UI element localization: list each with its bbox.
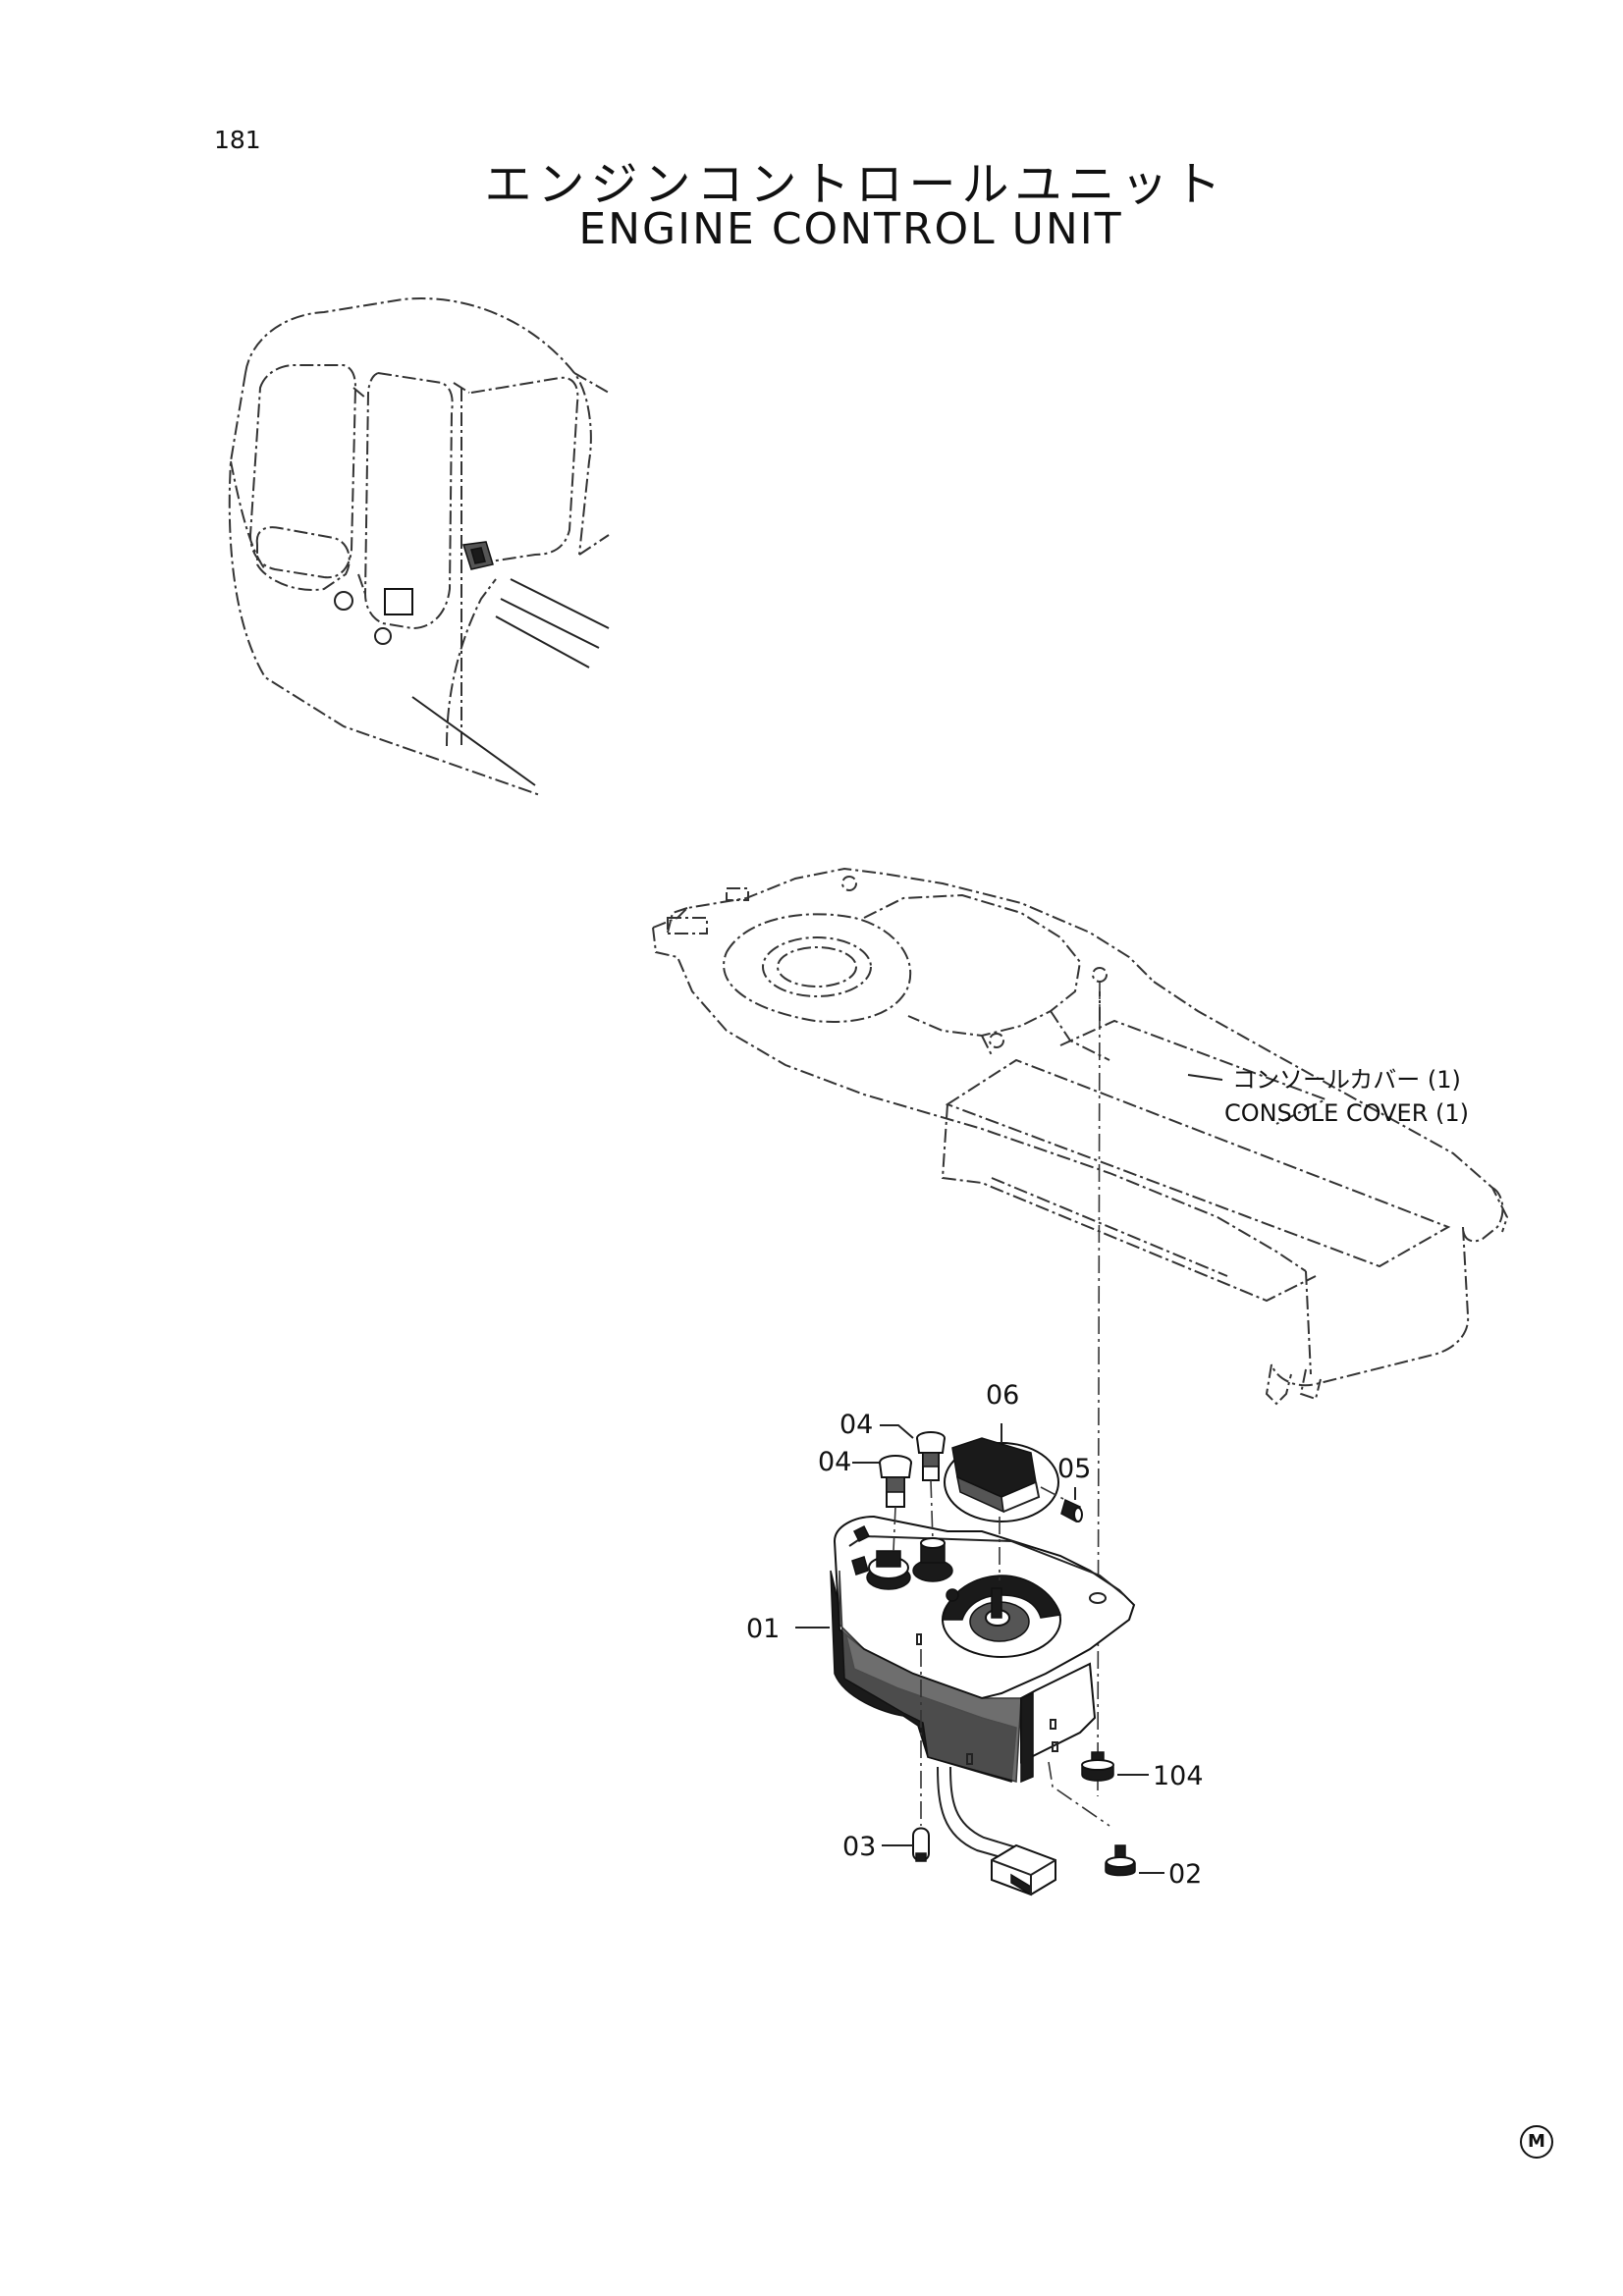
part-04-knobs <box>879 1431 946 1552</box>
callout-03: 03 <box>842 1832 876 1862</box>
page-number: 181 <box>214 126 261 154</box>
callout-01: 01 <box>746 1614 780 1644</box>
cab-illustration <box>228 297 610 796</box>
callout-06: 06 <box>986 1380 1019 1411</box>
part-02-screw <box>1048 1761 1136 1877</box>
engine-control-unit-illustration <box>830 1515 1136 1896</box>
console-cover-illustration <box>652 867 1509 1406</box>
callout-05: 05 <box>1057 1454 1091 1484</box>
callout-leaders <box>795 1423 1164 1874</box>
revision-mark: M <box>1520 2125 1553 2159</box>
callout-04-lower: 04 <box>818 1447 851 1477</box>
console-cover-label-english: CONSOLE COVER (1) <box>1224 1099 1469 1127</box>
callout-02: 02 <box>1168 1859 1202 1890</box>
callout-104: 104 <box>1153 1761 1204 1791</box>
callout-04-upper: 04 <box>839 1410 873 1440</box>
part-05-set-screw <box>1040 1486 1083 1523</box>
page-title-japanese: エンジンコントロールユニット <box>484 157 1227 212</box>
mounting-centerline <box>1097 981 1101 1797</box>
part-104-bolt <box>1081 1751 1114 1782</box>
console-cover-label-japanese: コンソールカバー (1) <box>1232 1066 1461 1094</box>
part-06-dial-knob <box>944 1437 1059 1580</box>
page-title-english: ENGINE CONTROL UNIT <box>578 204 1123 254</box>
part-03-lamp <box>912 1649 930 1862</box>
